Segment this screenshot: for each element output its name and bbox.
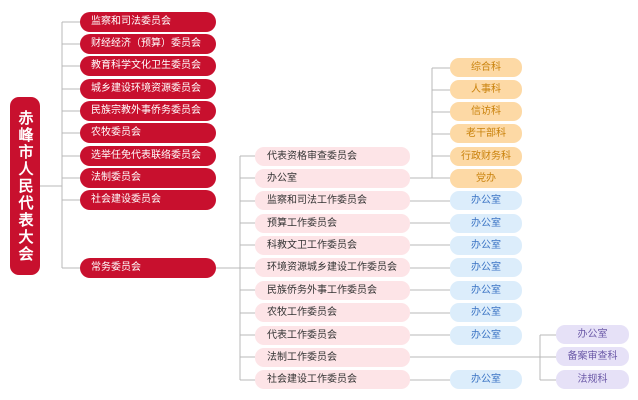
standing-committee-node: 常务委员会 <box>80 258 216 278</box>
office-division-node: 老干部科 <box>450 124 522 143</box>
sub-office-node: 办公室 <box>450 236 522 255</box>
office-division-node: 综合科 <box>450 58 522 77</box>
standing-unit-node: 农牧工作委员会 <box>255 303 410 322</box>
office-division-node: 人事科 <box>450 80 522 99</box>
standing-unit-node: 法制工作委员会 <box>255 348 410 367</box>
office-division-node: 党办 <box>450 169 522 188</box>
office-division-node: 行政财务科 <box>450 147 522 166</box>
root-node: 赤峰市人民代表大会 <box>10 97 40 275</box>
standing-unit-node: 科教文卫工作委员会 <box>255 236 410 255</box>
committee-node: 财经经济（预算）委员会 <box>80 34 216 54</box>
standing-unit-node: 社会建设工作委员会 <box>255 370 410 389</box>
standing-unit-node: 环境资源城乡建设工作委员会 <box>255 258 410 277</box>
standing-unit-node: 代表资格审查委员会 <box>255 147 410 166</box>
committee-node: 城乡建设环境资源委员会 <box>80 79 216 99</box>
standing-unit-node: 民族侨务外事工作委员会 <box>255 281 410 300</box>
committee-node: 农牧委员会 <box>80 123 216 143</box>
standing-unit-node: 代表工作委员会 <box>255 326 410 345</box>
standing-unit-node: 监察和司法工作委员会 <box>255 191 410 210</box>
committee-node: 选举任免代表联络委员会 <box>80 146 216 166</box>
sub-office-node: 办公室 <box>450 258 522 277</box>
legal-division-node: 备案审查科 <box>556 347 629 366</box>
committee-node: 民族宗教外事侨务委员会 <box>80 101 216 121</box>
sub-office-node: 办公室 <box>450 214 522 233</box>
committee-node: 社会建设委员会 <box>80 190 216 210</box>
sub-office-node: 办公室 <box>450 281 522 300</box>
committee-node: 教育科学文化卫生委员会 <box>80 56 216 76</box>
sub-office-node: 办公室 <box>450 191 522 210</box>
office-division-node: 信访科 <box>450 102 522 121</box>
legal-division-node: 法规科 <box>556 370 629 389</box>
standing-unit-node: 预算工作委员会 <box>255 214 410 233</box>
committee-node: 法制委员会 <box>80 168 216 188</box>
sub-office-node: 办公室 <box>450 370 522 389</box>
sub-office-node: 办公室 <box>450 326 522 345</box>
sub-office-node: 办公室 <box>450 303 522 322</box>
committee-node: 监察和司法委员会 <box>80 12 216 32</box>
standing-unit-node: 办公室 <box>255 169 410 188</box>
legal-division-node: 办公室 <box>556 325 629 344</box>
